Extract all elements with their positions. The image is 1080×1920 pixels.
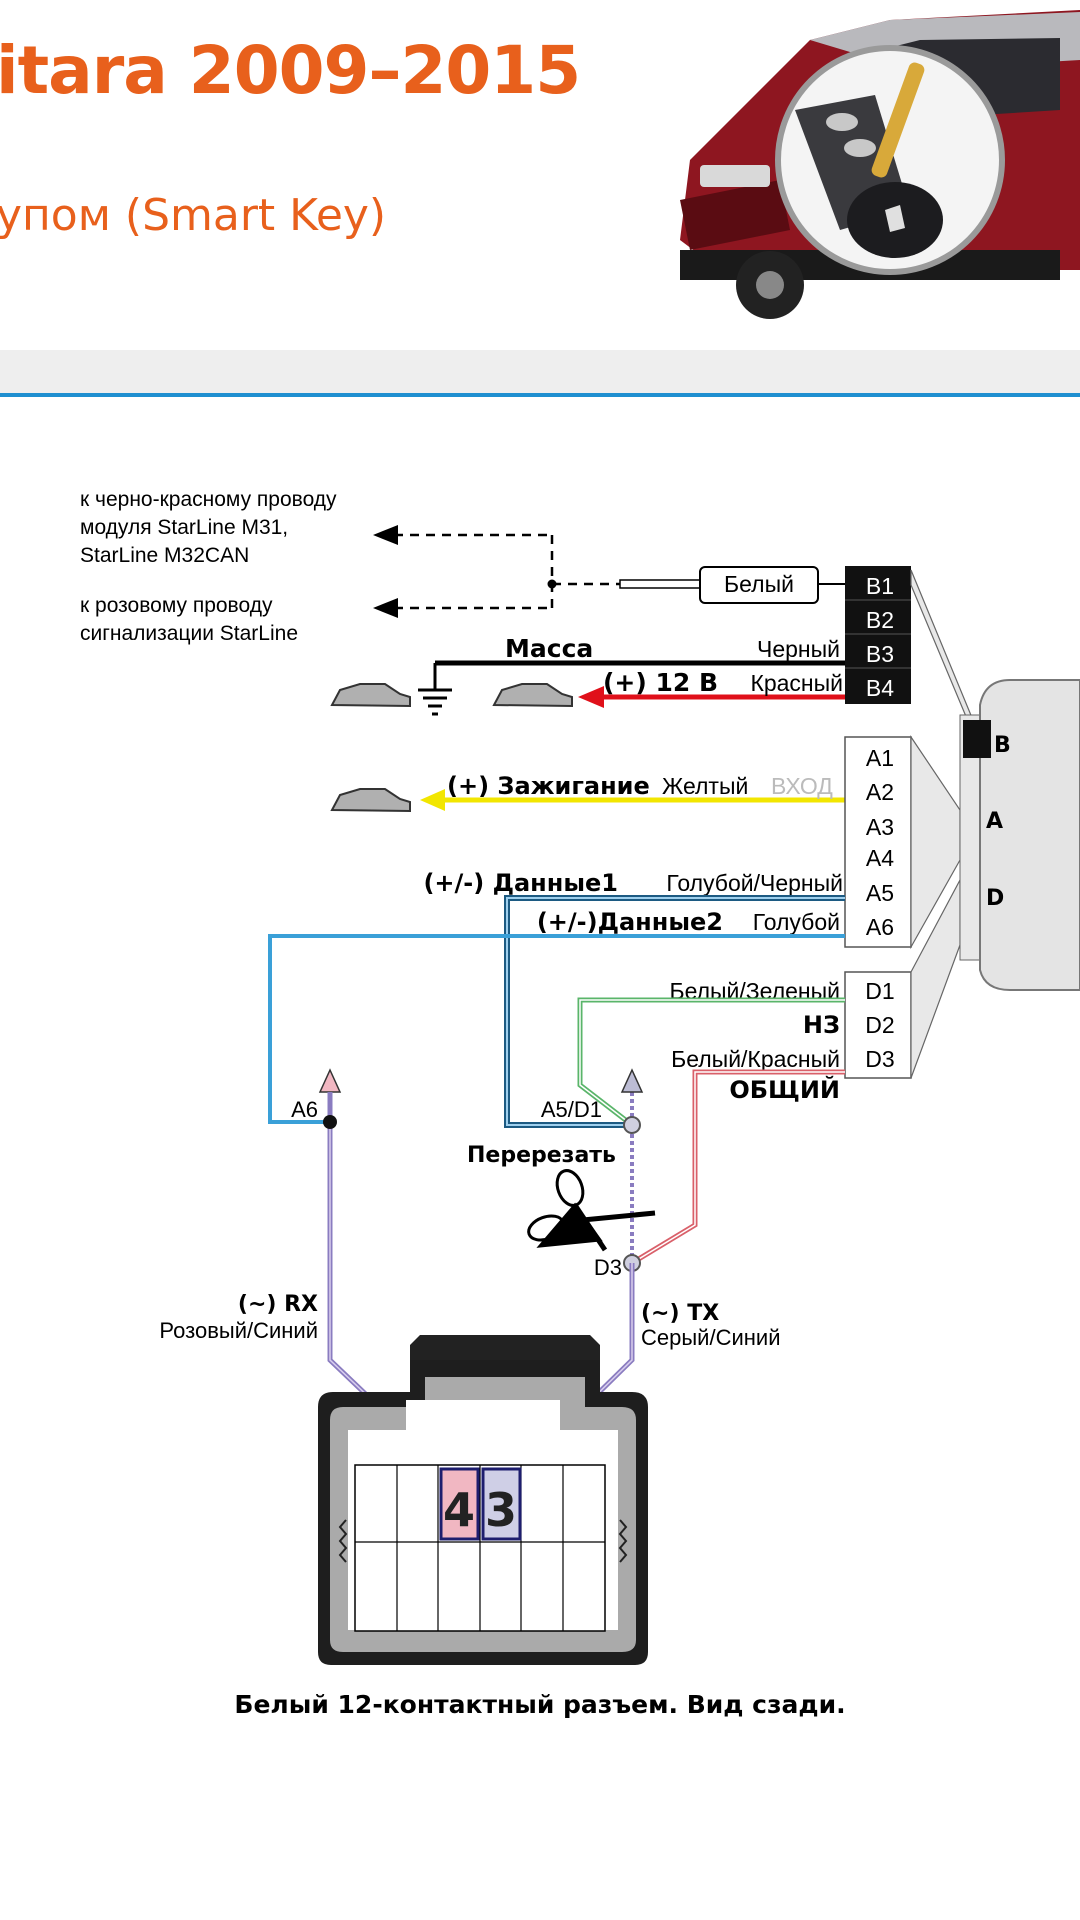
data1-label: (+/-) Данные1 — [423, 869, 618, 897]
tx-color-label: Серый/Синий — [641, 1325, 780, 1350]
pin-a1: A1 — [866, 745, 894, 771]
arrow-to-pink — [373, 598, 398, 618]
blue-label: Голубой — [753, 909, 840, 935]
red-arrow — [578, 686, 604, 708]
note-top-line2: модуля StarLine M31, — [80, 516, 288, 539]
pin-a2: A2 — [866, 779, 894, 805]
note-top-line1: к черно-красному проводу — [80, 488, 337, 511]
pin-d2: D2 — [865, 1012, 894, 1038]
data2-label: (+/-)Данные2 — [537, 908, 723, 936]
module-body: B A D — [910, 569, 1080, 1079]
cut-label: Перерезать — [467, 1143, 616, 1168]
d3-point-label: D3 — [594, 1255, 622, 1280]
pin-a4: A4 — [866, 845, 894, 871]
ground-icon — [418, 688, 452, 716]
red-wire-label: Красный — [750, 670, 843, 696]
connector-d: D1 D2 D3 — [844, 971, 912, 1079]
car-smart-key-illustration — [680, 10, 1080, 319]
yellow-wire-label: Желтый — [662, 773, 748, 799]
module-label-d: D — [986, 886, 1004, 911]
blue-black-label: Голубой/Черный — [666, 870, 843, 896]
pin-3 — [481, 1467, 522, 1541]
blue-wire — [268, 934, 845, 1124]
nz-label: НЗ — [803, 1011, 840, 1039]
car-icon — [492, 683, 573, 708]
connector-caption: Белый 12-контактный разъем. Вид сзади. — [234, 1690, 846, 1719]
page-title: itara 2009–2015 — [0, 32, 581, 109]
tx-arrow — [620, 1068, 644, 1093]
pin-4 — [439, 1467, 480, 1541]
vhod-label: ВХОД — [771, 773, 833, 799]
pin-b4: B4 — [866, 675, 894, 701]
pin-d3: D3 — [865, 1046, 894, 1072]
header-rule — [0, 393, 1080, 397]
black-wire-label: Черный — [757, 636, 840, 662]
rx-label: (~) RX — [238, 1292, 318, 1317]
pin-a6: A6 — [866, 914, 894, 940]
pin-a5: A5 — [866, 880, 894, 906]
plus12-label: (+) 12 В — [603, 668, 718, 697]
a6-dot — [323, 1115, 337, 1129]
massa-label: Масса — [505, 634, 593, 663]
a6-point-label: A6 — [291, 1097, 318, 1122]
white-red-label: Белый/Красный — [671, 1046, 840, 1072]
pin-b3: B3 — [866, 641, 894, 667]
rx-arrow — [318, 1068, 342, 1093]
arrow-to-m31 — [373, 525, 398, 545]
obd-connector: 4 3 — [318, 1335, 648, 1665]
module-label-b: B — [994, 733, 1011, 758]
pin-b1: B1 — [866, 573, 894, 599]
module-label-a: A — [986, 809, 1003, 834]
car-icon — [330, 788, 411, 813]
yellow-arrow — [420, 789, 445, 811]
scissors-icon — [527, 1169, 656, 1252]
note-top-line3: StarLine M32CAN — [80, 544, 249, 567]
connector-b: B1 B2 B3 B4 — [845, 566, 911, 704]
common-label: ОБЩИЙ — [729, 1075, 840, 1104]
smart-key-icon — [795, 62, 943, 258]
junction-dot — [547, 579, 557, 589]
car-icon — [330, 683, 411, 708]
pin-4-label: 4 — [443, 1483, 475, 1537]
a5d1-point-label: A5/D1 — [541, 1097, 602, 1122]
wiring-diagram: к черно-красному проводу модуля StarLine… — [80, 488, 1080, 1665]
dashed-branch — [378, 533, 620, 610]
page-subtitle: упом (Smart Key) — [0, 190, 387, 241]
pin-a3: A3 — [866, 814, 894, 840]
white-wire-label: Белый — [724, 571, 794, 597]
tx-label: (~) TX — [641, 1301, 719, 1326]
pin-3-label: 3 — [485, 1483, 517, 1537]
ignition-label: (+) Зажигание — [447, 772, 650, 800]
pin-b2: B2 — [866, 607, 894, 633]
header-band — [0, 350, 1080, 394]
pin-d1: D1 — [865, 978, 894, 1004]
note-bottom-line2: сигнализации StarLine — [80, 622, 298, 645]
note-bottom-line1: к розовому проводу — [80, 594, 273, 617]
rx-color-label: Розовый/Синий — [159, 1318, 318, 1343]
connector-a: A1 A2 A3 A4 A5 A6 — [844, 736, 912, 948]
a5d1-dot — [623, 1116, 641, 1134]
